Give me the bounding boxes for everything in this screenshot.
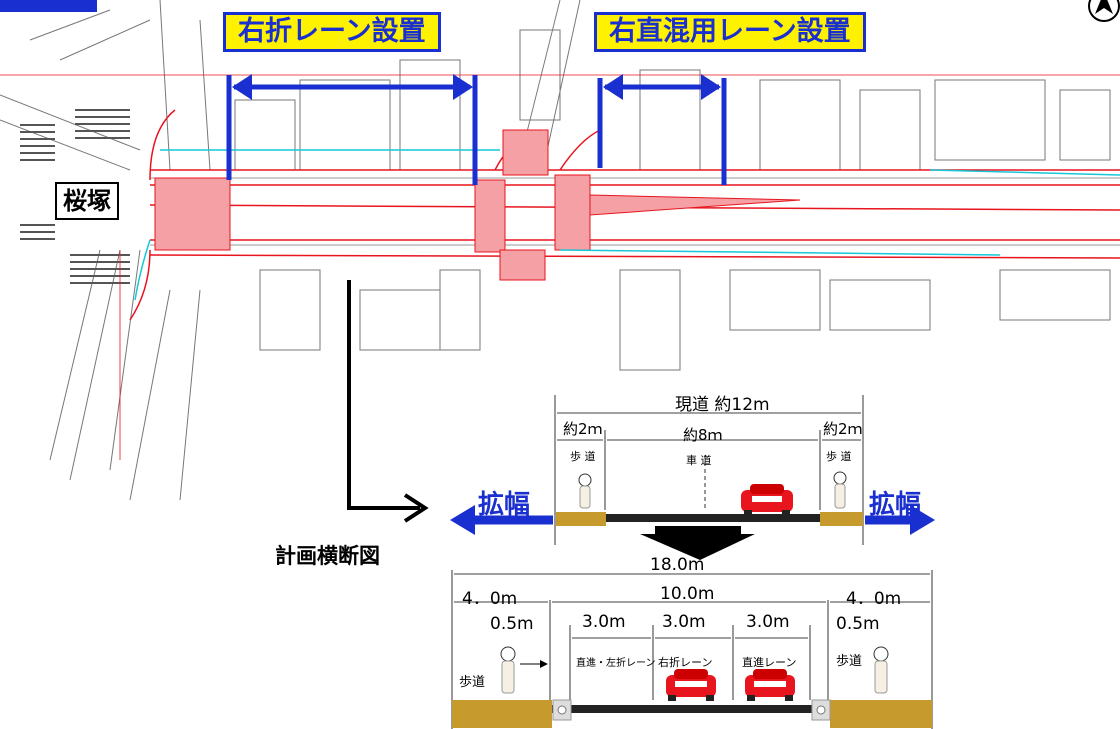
pedestrian-icon bbox=[500, 646, 516, 694]
planned-side-right-width: 4．0m bbox=[846, 589, 902, 609]
lane2-width: 3.0m bbox=[662, 612, 706, 632]
car-icon bbox=[741, 484, 793, 516]
pedestrian-icon bbox=[833, 471, 847, 509]
current-sidewalk-left-width: 約2ｍ bbox=[563, 420, 603, 438]
lane3-width: 3.0m bbox=[746, 612, 790, 632]
cad-background bbox=[0, 0, 1120, 501]
lane1-width: 3.0m bbox=[582, 612, 626, 632]
right-turn-lane-label: 右折レーン設置 bbox=[223, 12, 441, 52]
right-straight-lane-label: 右直混用レーン設置 bbox=[594, 12, 866, 52]
lane2-label: 右折レーン bbox=[658, 656, 713, 669]
crosswalk-left bbox=[20, 109, 130, 284]
planned-sidewalk-right-label: 歩道 bbox=[836, 654, 863, 669]
current-section bbox=[450, 395, 935, 560]
place-name-label: 桜塚 bbox=[55, 182, 119, 220]
lane-extent-markers bbox=[226, 75, 727, 185]
planned-buffer-left: 0.5m bbox=[490, 614, 534, 634]
leader-arrow bbox=[347, 280, 429, 523]
widen-left-label: 拡幅 bbox=[478, 490, 531, 520]
current-sidewalk-left-label: 歩 道 bbox=[570, 450, 596, 463]
planned-section bbox=[451, 570, 933, 729]
planned-side-left-width: 4．0m bbox=[462, 589, 518, 609]
lane1-label: 直進・左折レーン bbox=[576, 658, 656, 669]
cyan-lines bbox=[134, 149, 1120, 301]
corner-tab bbox=[0, 0, 97, 12]
current-sidewalk-right-width: 約2ｍ bbox=[823, 420, 863, 438]
current-sidewalk-right-label: 歩 道 bbox=[826, 450, 852, 463]
plan-cross-section-title: 計画横断図 bbox=[275, 544, 380, 568]
lane3-label: 直進レーン bbox=[742, 656, 797, 669]
car-icon bbox=[666, 669, 716, 701]
planned-buffer-right: 0.5m bbox=[836, 614, 880, 634]
planned-roadway-width: 10.0m bbox=[660, 584, 715, 604]
hatched-zones bbox=[154, 129, 801, 281]
current-carriageway-label: 車 道 bbox=[686, 454, 712, 467]
current-total-width: 現道 約12m bbox=[675, 395, 770, 415]
planned-total-width: 18.0m bbox=[650, 555, 705, 575]
planned-sidewalk-left-label: 歩道 bbox=[459, 675, 486, 690]
widen-right-label: 拡幅 bbox=[869, 490, 922, 520]
current-carriageway-width: 約8ｍ bbox=[683, 426, 723, 444]
pedestrian-icon bbox=[873, 646, 889, 694]
extent-arrowheads bbox=[232, 74, 721, 100]
car-icon bbox=[745, 669, 795, 701]
north-arrow-icon bbox=[1088, 0, 1120, 22]
pedestrian-icon bbox=[578, 473, 592, 509]
